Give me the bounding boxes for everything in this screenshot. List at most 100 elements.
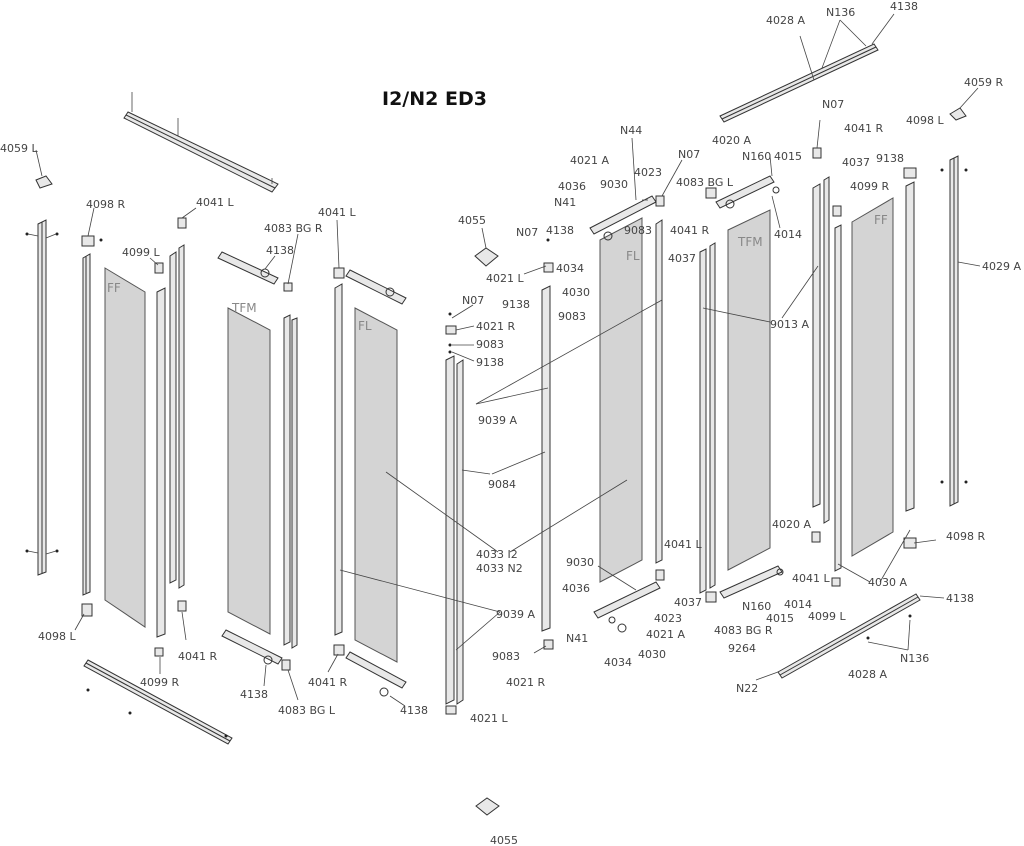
part-label: 4021 L: [486, 272, 524, 285]
part-label: 9138: [476, 356, 504, 369]
part-label: 9083: [624, 224, 652, 237]
fixed-panel-frame-right: [811, 119, 937, 587]
part-label: 4036: [562, 582, 590, 595]
part-label: 4059 R: [964, 76, 1003, 89]
part-label: 4138: [946, 592, 974, 605]
part-label: 4015: [774, 150, 802, 163]
part-label: 4034: [556, 262, 584, 275]
part-label: 4041 R: [844, 122, 883, 135]
part-label: N22: [736, 682, 758, 695]
fixed-panel-frame-left: [74, 207, 197, 674]
top-rail-right: [719, 13, 895, 123]
part-label: N44: [620, 124, 642, 137]
part-label: 4033 I2: [476, 548, 518, 561]
part-label: N160: [742, 150, 771, 163]
part-label: 4037: [674, 596, 702, 609]
part-label: 4041 L: [318, 206, 356, 219]
part-label: 9083: [558, 310, 586, 323]
part-label: 4041 L: [196, 196, 234, 209]
part-label: N07: [678, 148, 700, 161]
top-rail-left: [123, 92, 279, 193]
part-label: 4041 L: [664, 538, 702, 551]
sliding-door-fl-left: [327, 219, 407, 707]
part-label: 4138: [890, 0, 918, 13]
glass-label-ff-right: FF: [874, 213, 888, 227]
part-label: 4083 BG L: [278, 704, 336, 717]
part-label: 4138: [400, 704, 428, 717]
glass-label-tfm-left: TFM: [231, 301, 257, 315]
part-label: 4023: [634, 166, 662, 179]
part-label: N07: [822, 98, 844, 111]
part-label: N41: [554, 196, 576, 209]
part-label: 4041 R: [670, 224, 709, 237]
part-label: 4083 BG R: [714, 624, 773, 637]
part-label: 4041 R: [178, 650, 217, 663]
part-label: 4138: [240, 688, 268, 701]
part-label: 4099 L: [122, 246, 160, 259]
part-label: 9138: [876, 152, 904, 165]
part-label: 9264: [728, 642, 756, 655]
part-label: 4028 A: [766, 14, 805, 27]
part-label: 9083: [476, 338, 504, 351]
part-label: 9039 A: [478, 414, 517, 427]
part-label: 4036: [558, 180, 586, 193]
part-label: N07: [462, 294, 484, 307]
part-label: 4021 A: [570, 154, 609, 167]
right-wall-profile: [940, 155, 981, 507]
corner-piece-4055-bottom: [475, 797, 500, 816]
sliding-door-tfm-right: [699, 155, 784, 603]
part-label: 4037: [842, 156, 870, 169]
sliding-door-fl-right: [589, 137, 683, 633]
part-label: 4138: [546, 224, 574, 237]
part-label: N160: [742, 600, 771, 613]
part-label: 4014: [774, 228, 802, 241]
part-label: 4138: [266, 244, 294, 257]
central-corner-post: [445, 304, 475, 715]
part-label: 9013 A: [770, 318, 809, 331]
part-label: 9084: [488, 478, 516, 491]
part-label: 4028 A: [848, 668, 887, 681]
part-label: 4098 L: [906, 114, 944, 127]
part-label: 9030: [566, 556, 594, 569]
part-label: 4020 A: [712, 134, 751, 147]
glass-label-fl-right: FL: [626, 249, 640, 263]
glass-label-fl-left: FL: [358, 319, 372, 333]
part-label: 4099 R: [850, 180, 889, 193]
bracket-4098r-top-left: [81, 207, 103, 247]
bottom-rail-right: [755, 593, 945, 681]
part-label: 4021 R: [506, 676, 545, 689]
part-label: 4021 L: [470, 712, 508, 725]
part-label: 4034: [604, 656, 632, 669]
part-label: N136: [900, 652, 929, 665]
part-label: 9030: [600, 178, 628, 191]
corner-cap-4059l: [35, 149, 53, 189]
part-label: 4020 A: [772, 518, 811, 531]
part-label: N136: [826, 6, 855, 19]
part-label: N07: [516, 226, 538, 239]
part-label: 4021 A: [646, 628, 685, 641]
part-label: N41: [566, 632, 588, 645]
part-label: 4059 L: [0, 142, 38, 155]
part-label: 4030: [562, 286, 590, 299]
part-label: 4041 L: [792, 572, 830, 585]
bottom-rail-left: [83, 659, 233, 745]
glass-label-tfm-right: TFM: [737, 235, 763, 249]
part-label: 4083 BG L: [676, 176, 734, 189]
part-label: 9138: [502, 298, 530, 311]
part-label: 4098 R: [946, 530, 985, 543]
part-label: 4029 A: [982, 260, 1021, 273]
part-label: 4023: [654, 612, 682, 625]
part-label: 4033 N2: [476, 562, 523, 575]
part-label: 4099 L: [808, 610, 846, 623]
sliding-door-tfm-left: [217, 233, 299, 701]
glass-label-ff-left: FF: [107, 281, 121, 295]
part-label: 4098 R: [86, 198, 125, 211]
part-label: 4055: [458, 214, 486, 227]
part-label: 4055: [490, 834, 518, 846]
part-label: 4015: [766, 612, 794, 625]
part-label: 4021 R: [476, 320, 515, 333]
left-wall-profile: [25, 219, 59, 576]
diagram-title: I2/N2 ED3: [382, 88, 487, 110]
part-label: 9083: [492, 650, 520, 663]
